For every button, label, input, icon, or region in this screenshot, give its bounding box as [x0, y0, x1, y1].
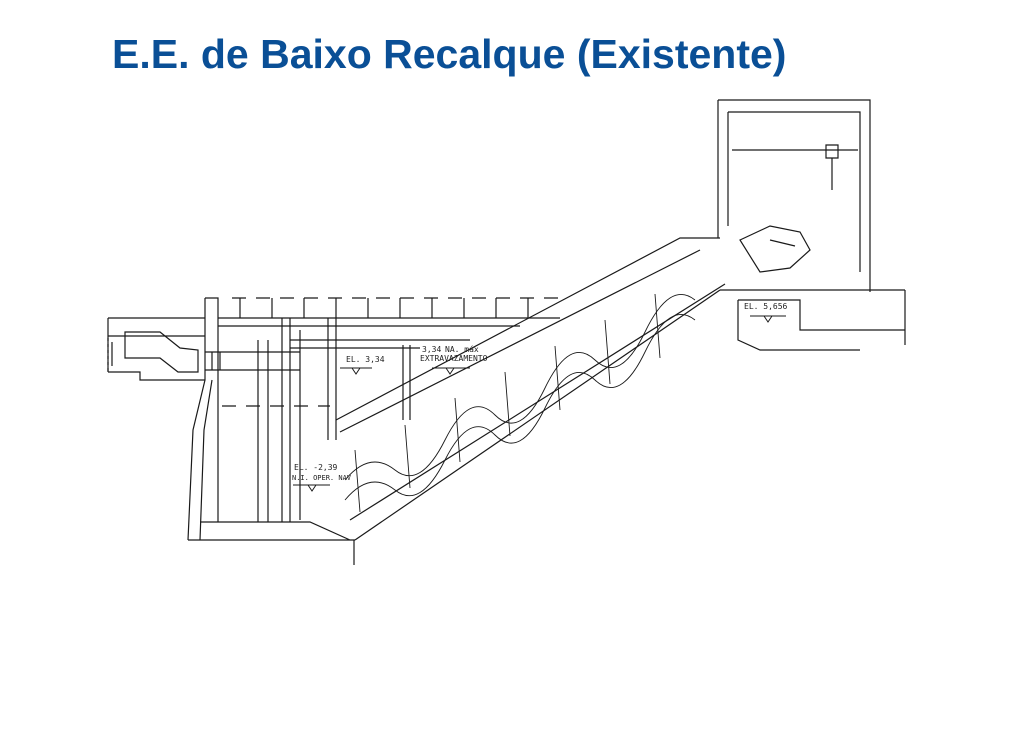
- deck-slab: [218, 317, 560, 349]
- level-markers: [293, 315, 786, 492]
- label-el-discharge: EL. 5,656: [744, 302, 788, 311]
- label-na-max-value: 3,34: [422, 345, 441, 354]
- label-el-upper: EL. 3,34: [346, 355, 385, 364]
- screw-trough-upper: [335, 237, 720, 421]
- label-ni-oper: N.I. OPER. NAV: [292, 474, 352, 482]
- screw-trough-inner: [339, 249, 701, 433]
- intake-pipe: [205, 351, 300, 371]
- drive-motor: [739, 225, 811, 273]
- crane-rail: [732, 144, 858, 190]
- handrail-posts: [239, 298, 529, 318]
- screw-conveyor-helix: [344, 293, 696, 513]
- inlet-pipe: [124, 331, 199, 373]
- level-marker-lower: [293, 484, 330, 492]
- wet-well-floor: [188, 521, 355, 541]
- label-el-lower: EL. -2,39: [294, 463, 338, 472]
- discharge-channel: [720, 289, 906, 351]
- interior-walls: [217, 318, 337, 522]
- wet-well-left-wall: [187, 297, 219, 541]
- level-marker-discharge: [750, 315, 786, 323]
- label-na-max: NA. máx: [445, 345, 479, 354]
- label-extravazamento: EXTRAVAZAMENTO: [420, 354, 488, 363]
- level-marker-upper: [340, 367, 372, 375]
- motor-house: [717, 99, 871, 292]
- concrete-structure: [107, 99, 906, 565]
- screw-trough-outer: [354, 289, 721, 541]
- level-marker-max: [432, 367, 470, 375]
- gate-rods: [299, 330, 411, 520]
- slide-title: E.E. de Baixo Recalque (Existente): [112, 31, 787, 77]
